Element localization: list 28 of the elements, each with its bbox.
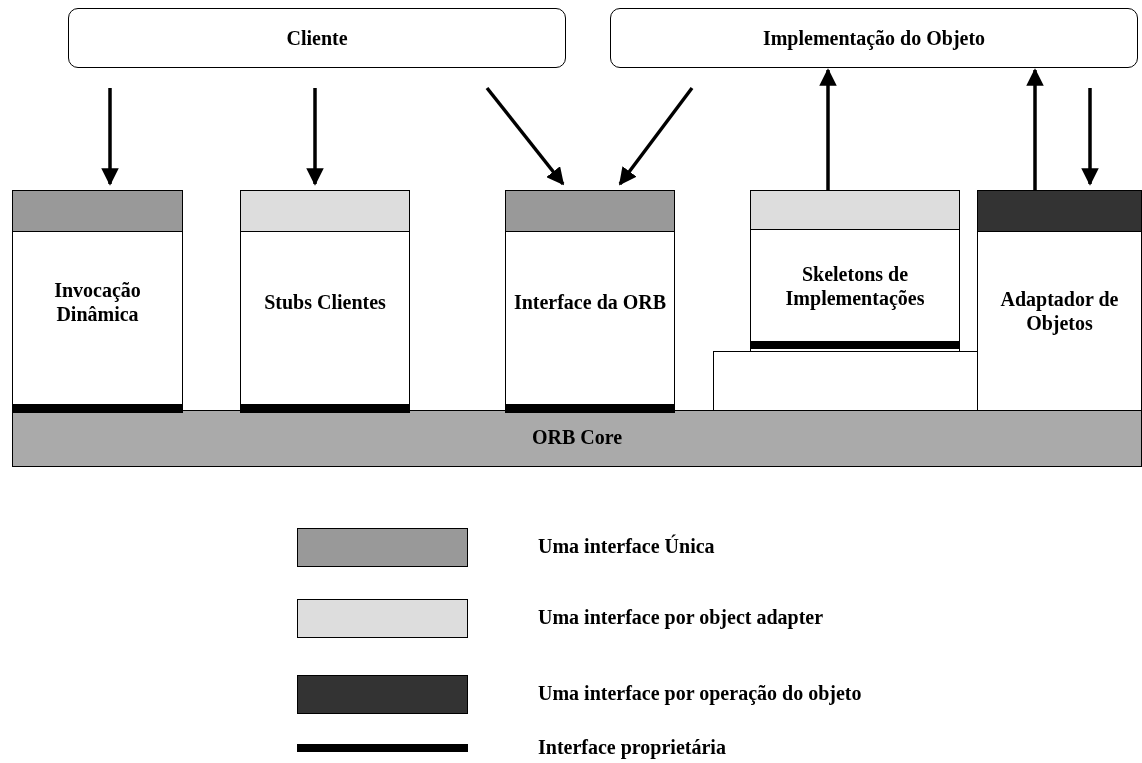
node-label: Implementação do Objeto bbox=[762, 26, 986, 50]
component-box bbox=[12, 190, 183, 413]
core-bar bbox=[12, 410, 1142, 467]
legend-label: Uma interface por object adapter bbox=[538, 606, 824, 629]
arrow bbox=[819, 68, 837, 190]
legend-label: Interface proprietária bbox=[538, 736, 726, 759]
arrow bbox=[1026, 68, 1044, 190]
legend-label: Uma interface Única bbox=[538, 535, 715, 558]
node-label: Interface da ORB bbox=[513, 289, 667, 314]
component-box bbox=[977, 190, 1142, 411]
client-box bbox=[68, 8, 566, 68]
arrow bbox=[306, 88, 324, 186]
arrow bbox=[1081, 88, 1099, 186]
node-label: Cliente bbox=[286, 26, 348, 50]
arrow bbox=[618, 86, 694, 186]
arrow bbox=[101, 88, 119, 186]
object-implementation-box bbox=[610, 8, 1138, 68]
node-label: ORB Core bbox=[531, 425, 623, 449]
legend-label: Uma interface por operação do objeto bbox=[538, 682, 862, 705]
node-label: Invocação Dinâmica bbox=[53, 277, 142, 326]
platform-box bbox=[713, 351, 978, 411]
node-label: Adaptador de Objetos bbox=[999, 286, 1120, 335]
component-box bbox=[750, 190, 960, 352]
component-box bbox=[240, 190, 410, 413]
node-label: Skeletons de Implementações bbox=[784, 262, 926, 310]
arrow bbox=[485, 86, 565, 186]
node-label: Stubs Clientes bbox=[264, 289, 386, 314]
component-box bbox=[505, 190, 675, 413]
